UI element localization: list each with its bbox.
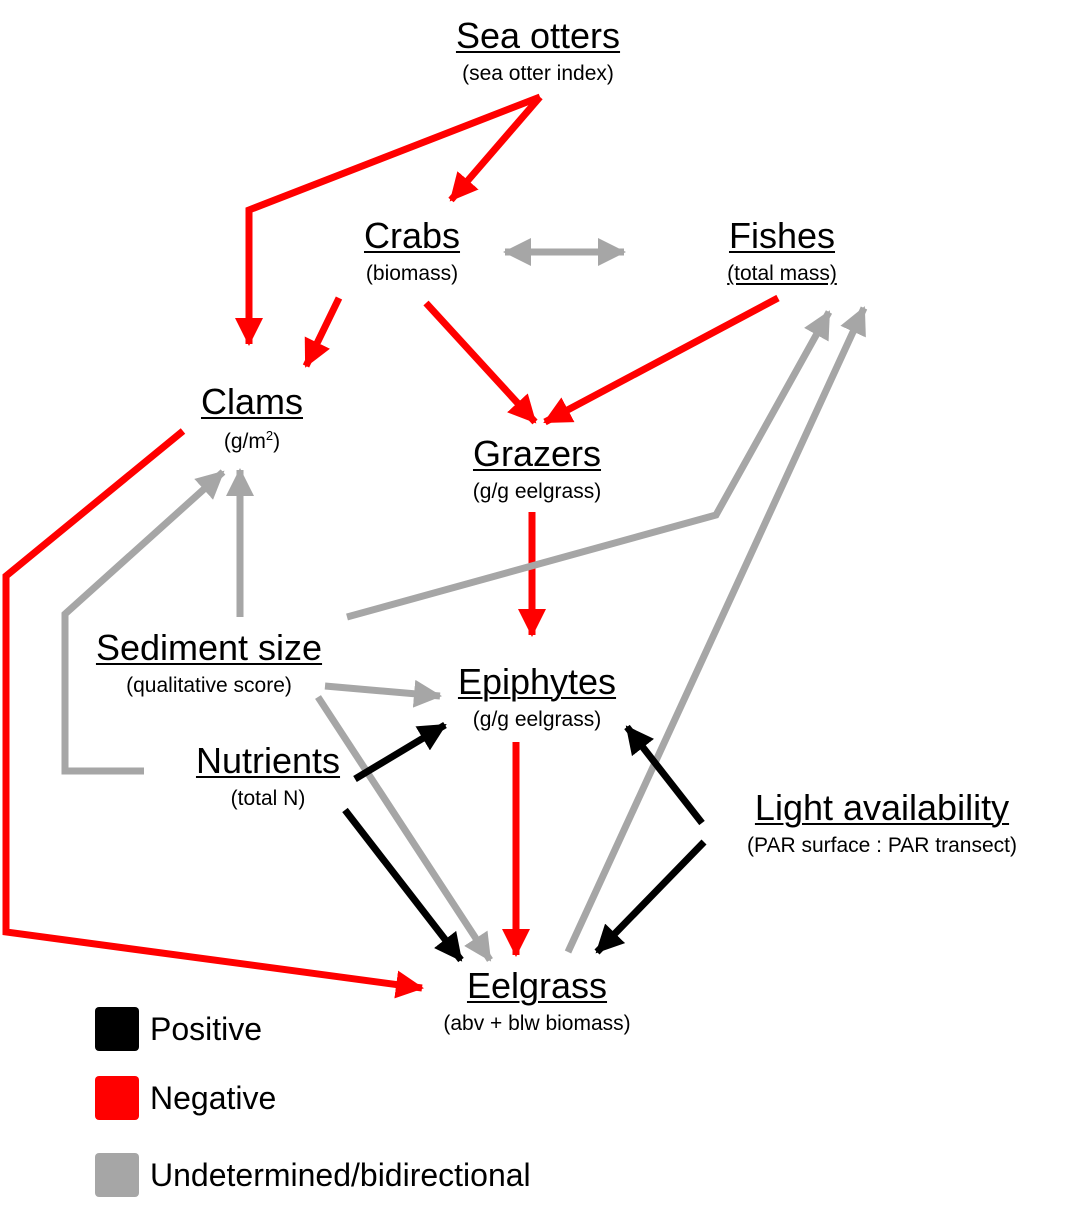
node-sediment-size-subtitle: (qualitative score) <box>126 674 292 697</box>
edge-sediment-eelgrass <box>315 695 493 962</box>
node-fishes-title: Fishes <box>728 215 836 256</box>
legend-label-undetermined: Undetermined/bidirectional <box>150 1157 531 1193</box>
node-nutrients-title: Nutrients <box>195 740 341 781</box>
edge-light-eelgrass <box>594 839 707 955</box>
node-clams-title: Clams <box>200 381 304 422</box>
node-eelgrass-title: Eelgrass <box>466 965 608 1006</box>
edge-eelgrass-fishes <box>564 306 868 954</box>
edge-sediment-fishes <box>346 310 833 621</box>
edge-seaotters-clams <box>235 93 542 346</box>
node-crabs-title: Crabs <box>363 215 461 256</box>
node-light-availability-subtitle: (PAR surface : PAR transect) <box>747 834 1017 857</box>
edge-nutrients-epiphytes <box>353 721 447 783</box>
node-sea-otters-title: Sea otters <box>455 15 621 56</box>
legend-label-positive: Positive <box>150 1011 263 1047</box>
edge-light-epiphytes <box>624 724 705 826</box>
legend-swatch-negative <box>95 1076 139 1120</box>
edge-clams-eelgrass <box>2 428 424 999</box>
node-epiphytes-subtitle: (g/g eelgrass) <box>472 708 602 731</box>
edge-seaotters-crabs <box>448 94 543 203</box>
legend-label-negative: Negative <box>150 1080 277 1116</box>
edge-nutrients-clams <box>61 469 226 775</box>
node-nutrients-subtitle: (total N) <box>230 787 306 810</box>
node-crabs-subtitle: (biomass) <box>365 262 459 285</box>
edge-crabs-clams <box>302 296 343 368</box>
node-sea-otters-subtitle: (sea otter index) <box>462 62 614 85</box>
node-grazers-title: Grazers <box>472 433 602 474</box>
node-eelgrass-subtitle: (abv + blw biomass) <box>443 1012 631 1035</box>
node-sediment-size-title: Sediment size <box>95 627 323 668</box>
node-fishes-subtitle: (total mass) <box>727 262 837 285</box>
edge-nutrients-eelgrass <box>342 807 464 963</box>
legend-swatch-positive <box>95 1007 139 1051</box>
node-light-availability-title: Light availability <box>754 787 1010 828</box>
edge-fishes-grazers <box>543 294 780 426</box>
node-epiphytes-title: Epiphytes <box>457 661 617 702</box>
node-clams-subtitle: (g/m2) <box>223 428 281 453</box>
edge-crabs-grazers <box>423 300 538 425</box>
legend-swatch-undetermined <box>95 1153 139 1197</box>
edge-sediment-epiphytes <box>324 679 442 708</box>
node-grazers-subtitle: (g/g eelgrass) <box>472 480 602 503</box>
